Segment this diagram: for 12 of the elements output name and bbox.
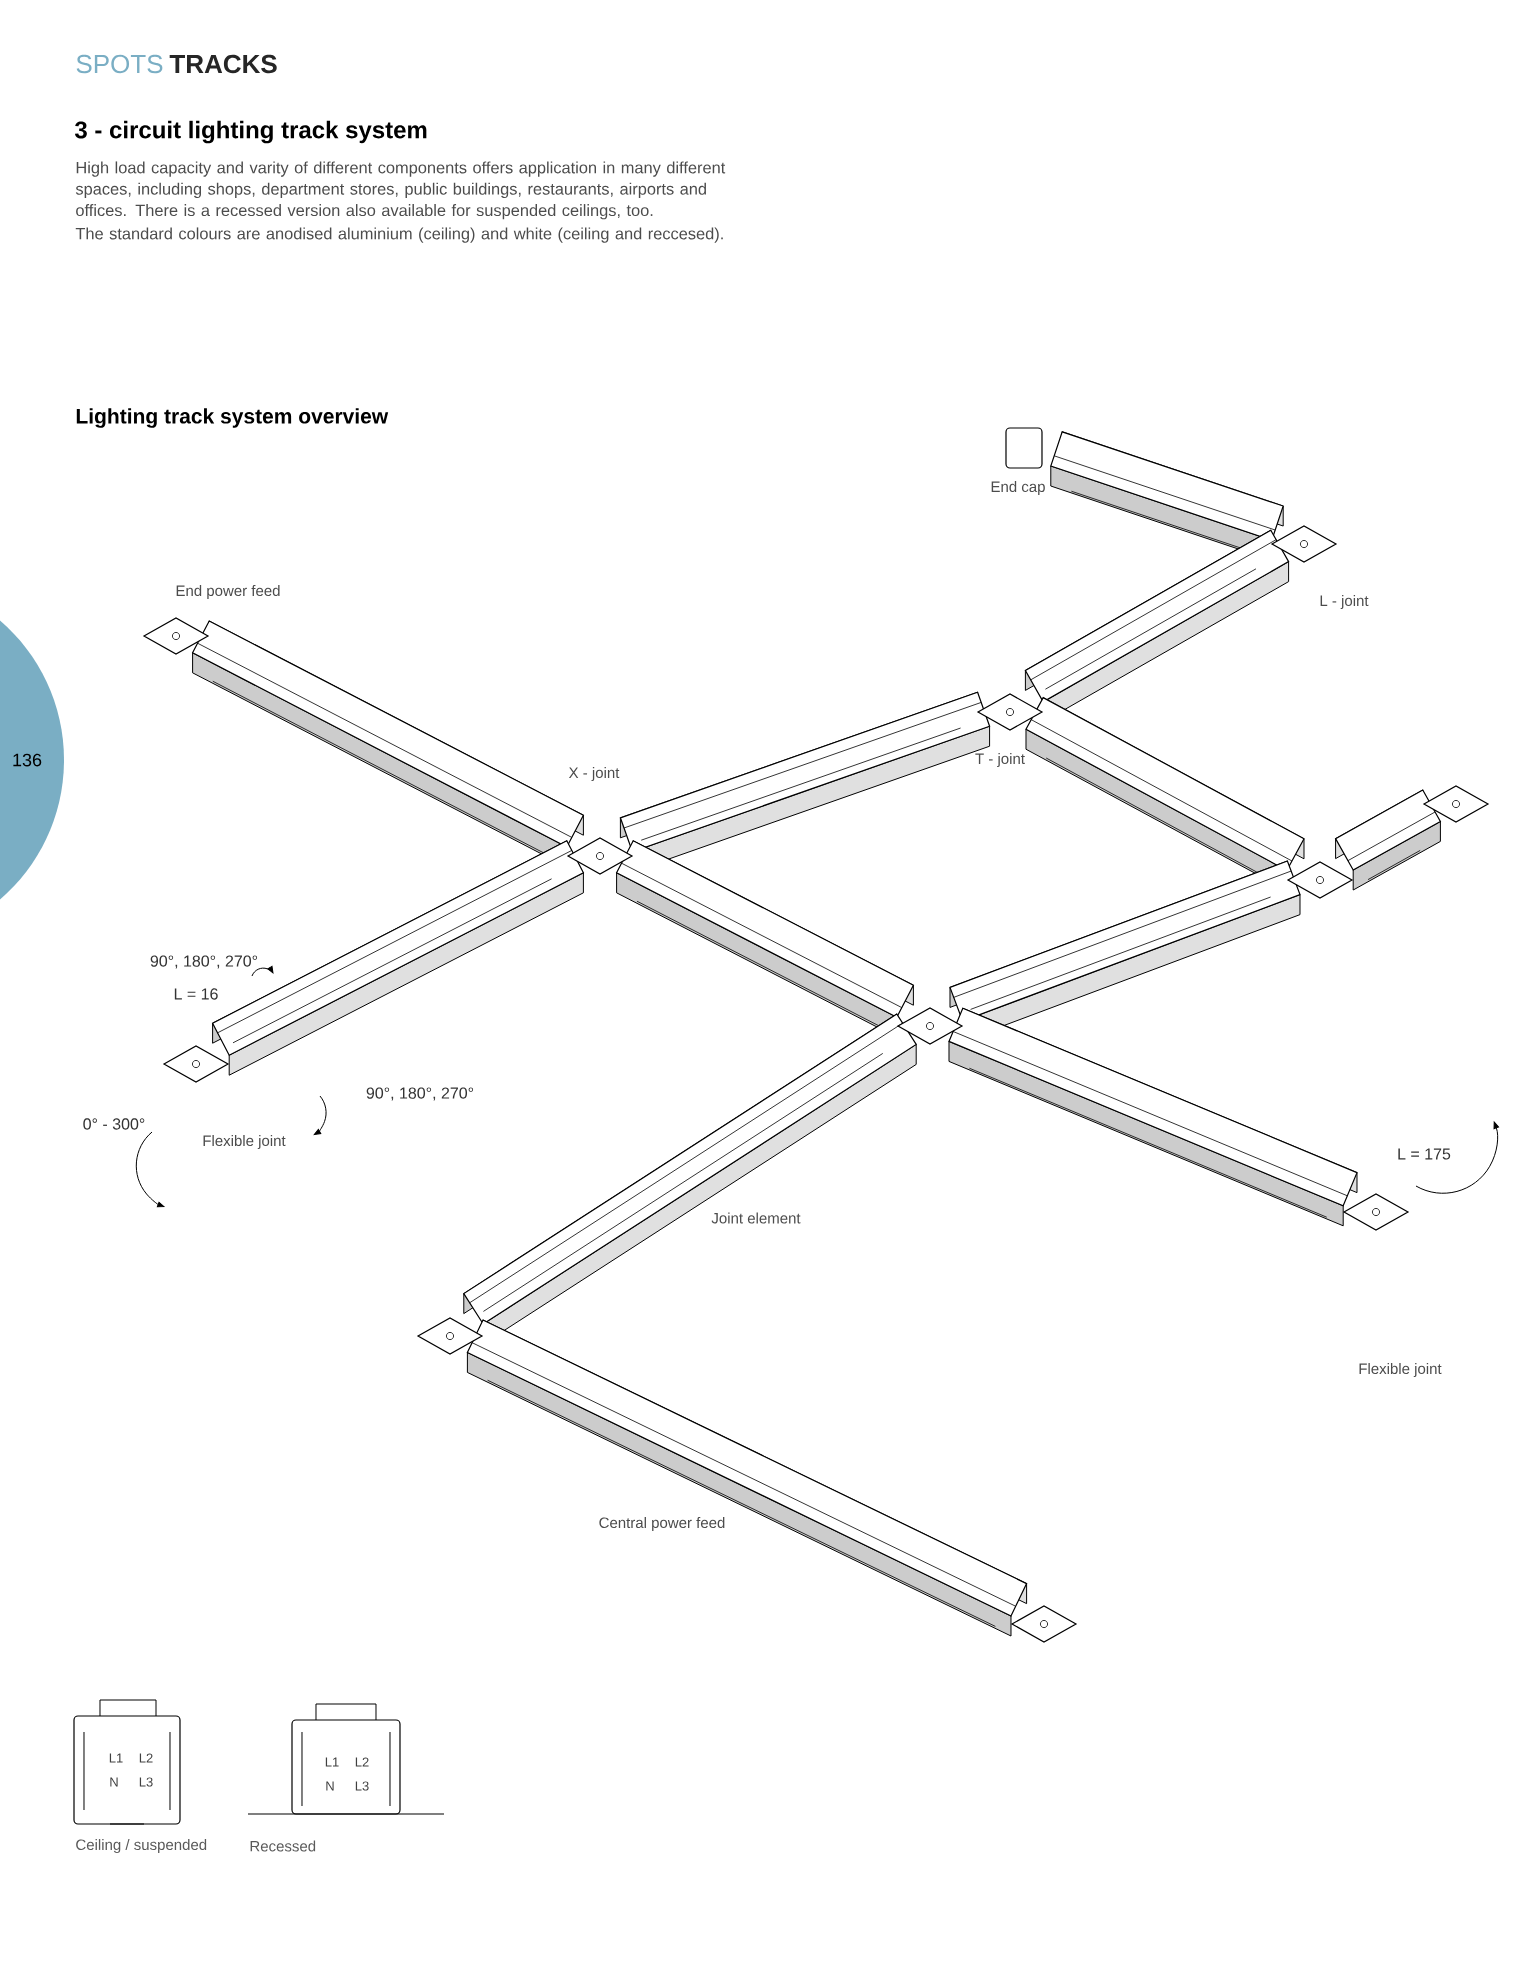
subheading: Lighting track system overview bbox=[76, 408, 389, 428]
intro-paragraph: The standard colours are anodised aluminium (ceiling) and white (ceiling and reccesed). bbox=[75, 227, 723, 243]
angle-label: 90°, 180°, 270° bbox=[366, 1087, 474, 1101]
intro-paragraph: High load capacity and varity of different components offers application in many different spaces, including shops, department stores, public buildings, restaurants, airports and offices. There is a recessed version also available for suspended ceilings, too. bbox=[75, 161, 726, 220]
dimension-label: L = 175 bbox=[1398, 1148, 1451, 1160]
section-title: 3 - circuit lighting track system bbox=[74, 120, 427, 144]
page-tab: 136 bbox=[0, 576, 64, 944]
angle-label: 90°, 180°, 270° bbox=[150, 955, 258, 969]
header-text: TRACKS bbox=[169, 54, 277, 74]
dimension-label: L = 16 bbox=[174, 988, 218, 1000]
angle-label: 0° - 300° bbox=[83, 1118, 145, 1130]
header-text: SPOTS bbox=[76, 54, 163, 74]
